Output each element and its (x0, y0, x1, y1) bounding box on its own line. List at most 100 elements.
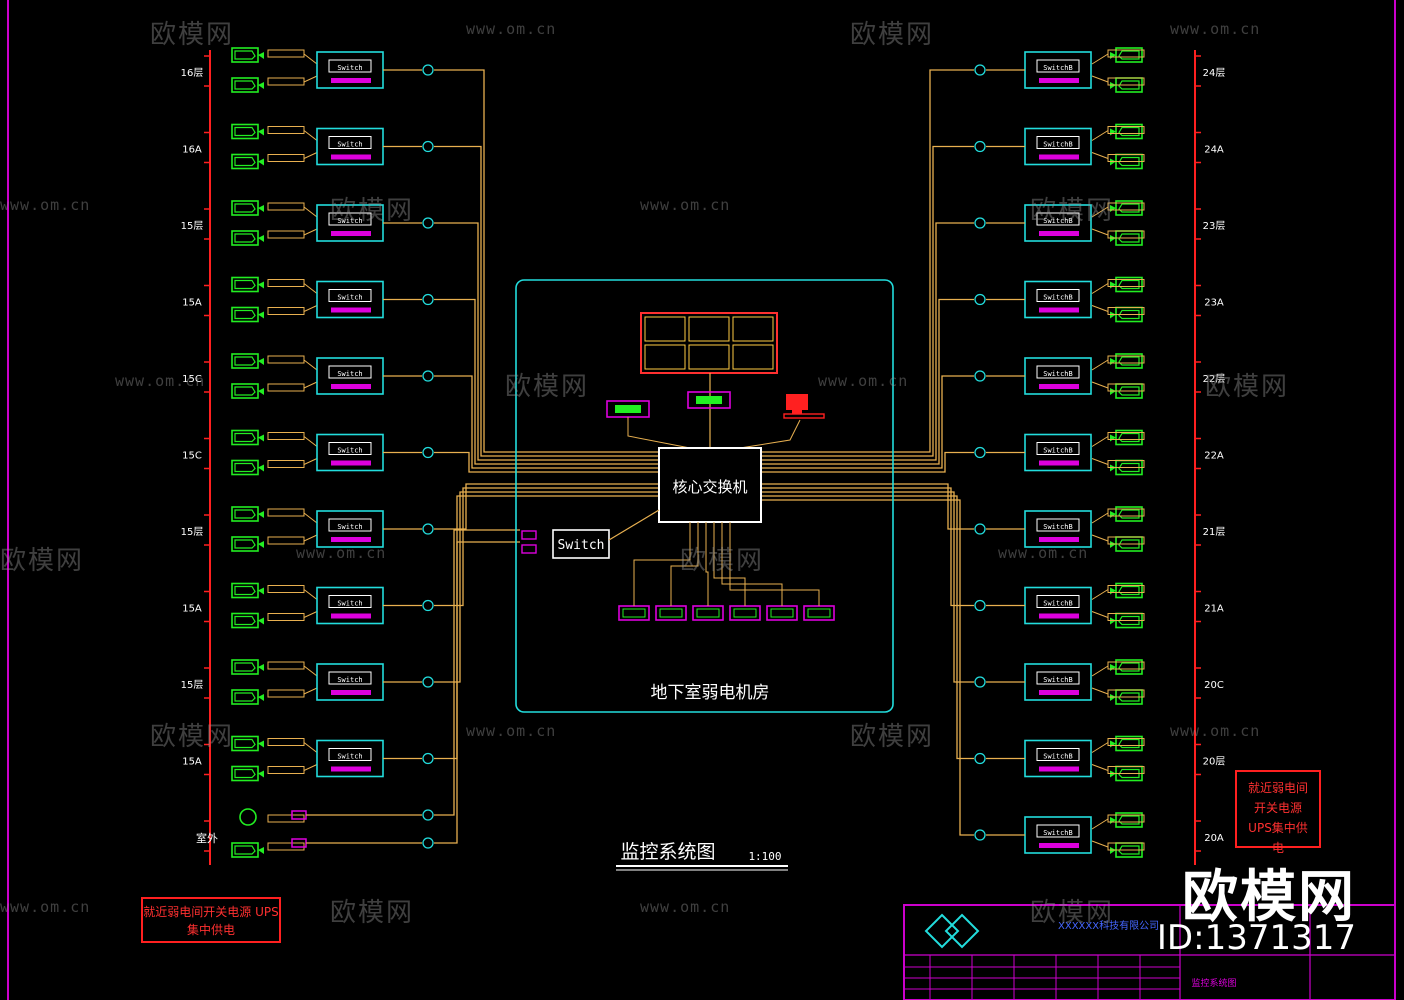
fiber-node (974, 599, 986, 612)
camera-link (1091, 687, 1109, 695)
left-trunk-cable (434, 451, 660, 473)
floor-switch-face (1036, 59, 1080, 73)
camera-link (1091, 436, 1109, 447)
camera-arrow (258, 388, 264, 395)
floor-switch-face (1036, 748, 1080, 761)
right-trunk-cable (760, 298, 974, 465)
drawing-frame (7, 0, 1396, 1000)
floor-label: 20C (1204, 680, 1224, 691)
camera-link (303, 458, 318, 465)
fiber-node (422, 599, 434, 612)
camera-lens (1118, 386, 1140, 396)
fiber-node (422, 676, 434, 688)
camera-icon (231, 659, 264, 675)
camera-arrow (1110, 740, 1116, 748)
right-trunk-cable (760, 483, 974, 530)
floor-label: 22层 (1203, 373, 1226, 385)
camera-arrow (258, 205, 264, 212)
storage-link (633, 522, 691, 606)
camera-lens (234, 615, 256, 626)
camera-arrow (258, 770, 264, 778)
camera-arrow (258, 587, 264, 595)
rack-bay (688, 316, 730, 342)
floor-switch-tag (1039, 690, 1079, 695)
camera-link (1091, 130, 1109, 141)
camera-tag (267, 126, 305, 134)
camera-lens (1118, 126, 1140, 137)
camera-lens (1118, 309, 1140, 320)
camera-lens (234, 509, 256, 519)
camera-tag (1107, 738, 1145, 746)
floor-switch-tag (1039, 537, 1079, 542)
fiber-node (974, 752, 986, 765)
floor-label: 15A (182, 604, 202, 615)
floor-switch-face (1036, 595, 1080, 608)
camera-link (303, 589, 318, 600)
fiber-node (422, 293, 434, 306)
floor-label: 20A (1204, 833, 1224, 844)
camera-arrow (258, 464, 264, 472)
floor-switch-face (328, 289, 372, 302)
fiber-node (422, 837, 434, 849)
floor-label: 23层 (1203, 220, 1226, 232)
camera-tag (1107, 508, 1145, 517)
camera-icon (231, 383, 264, 399)
camera-tag (267, 230, 305, 239)
diagram-scale: 1:100 (748, 850, 781, 863)
floor-switch-tag (1039, 384, 1079, 389)
storage-link (705, 522, 709, 606)
camera-arrow (1110, 281, 1116, 289)
camera-icon (231, 123, 264, 140)
camera-arrow (258, 740, 264, 748)
camera-arrow (258, 511, 264, 518)
camera-arrow (258, 281, 264, 289)
camera-arrow (1110, 664, 1116, 671)
camera-link (303, 53, 318, 65)
camera-icon (231, 536, 264, 552)
camera-tag (1107, 814, 1145, 823)
camera-link (1091, 818, 1109, 830)
floor-label: 15A (182, 757, 202, 768)
camera-icon (231, 582, 264, 599)
camera-lens (1118, 692, 1140, 702)
camera-arrow (1110, 511, 1116, 518)
camera-tag (1107, 355, 1145, 364)
camera-tag (267, 613, 305, 621)
fiber-node (974, 676, 986, 688)
aux-connector (521, 530, 537, 540)
camera-lens (1118, 203, 1140, 213)
camera-tag (267, 355, 305, 364)
camera-lens (234, 432, 256, 443)
camera-arrow (258, 694, 264, 701)
storage-unit-face (807, 608, 831, 618)
camera-link (1091, 75, 1109, 83)
fiber-node (974, 523, 986, 535)
camera-icon (231, 429, 264, 446)
right-trunk-cable (760, 451, 974, 473)
floor-label: 15层 (181, 220, 204, 232)
fiber-node (974, 446, 986, 459)
camera-link (303, 152, 318, 159)
floor-switch-tag (1039, 843, 1079, 848)
camera-icon (231, 842, 264, 858)
floor-label: 15A (182, 298, 202, 309)
camera-icon (231, 153, 264, 170)
camera-tag (267, 154, 305, 162)
floor-switch-tag (1039, 460, 1079, 466)
camera-arrow (1110, 52, 1116, 59)
floor-switch-face (328, 748, 372, 761)
camera-arrow (258, 664, 264, 671)
floor-switch-tag (331, 154, 371, 160)
machine-room (515, 279, 894, 713)
outdoor-trunk-cable (434, 529, 520, 816)
camera-link (303, 687, 318, 695)
fiber-node (422, 140, 434, 153)
floor-switch-face (1036, 442, 1080, 455)
machine-room-border (515, 279, 894, 713)
camera-link (1091, 742, 1109, 753)
